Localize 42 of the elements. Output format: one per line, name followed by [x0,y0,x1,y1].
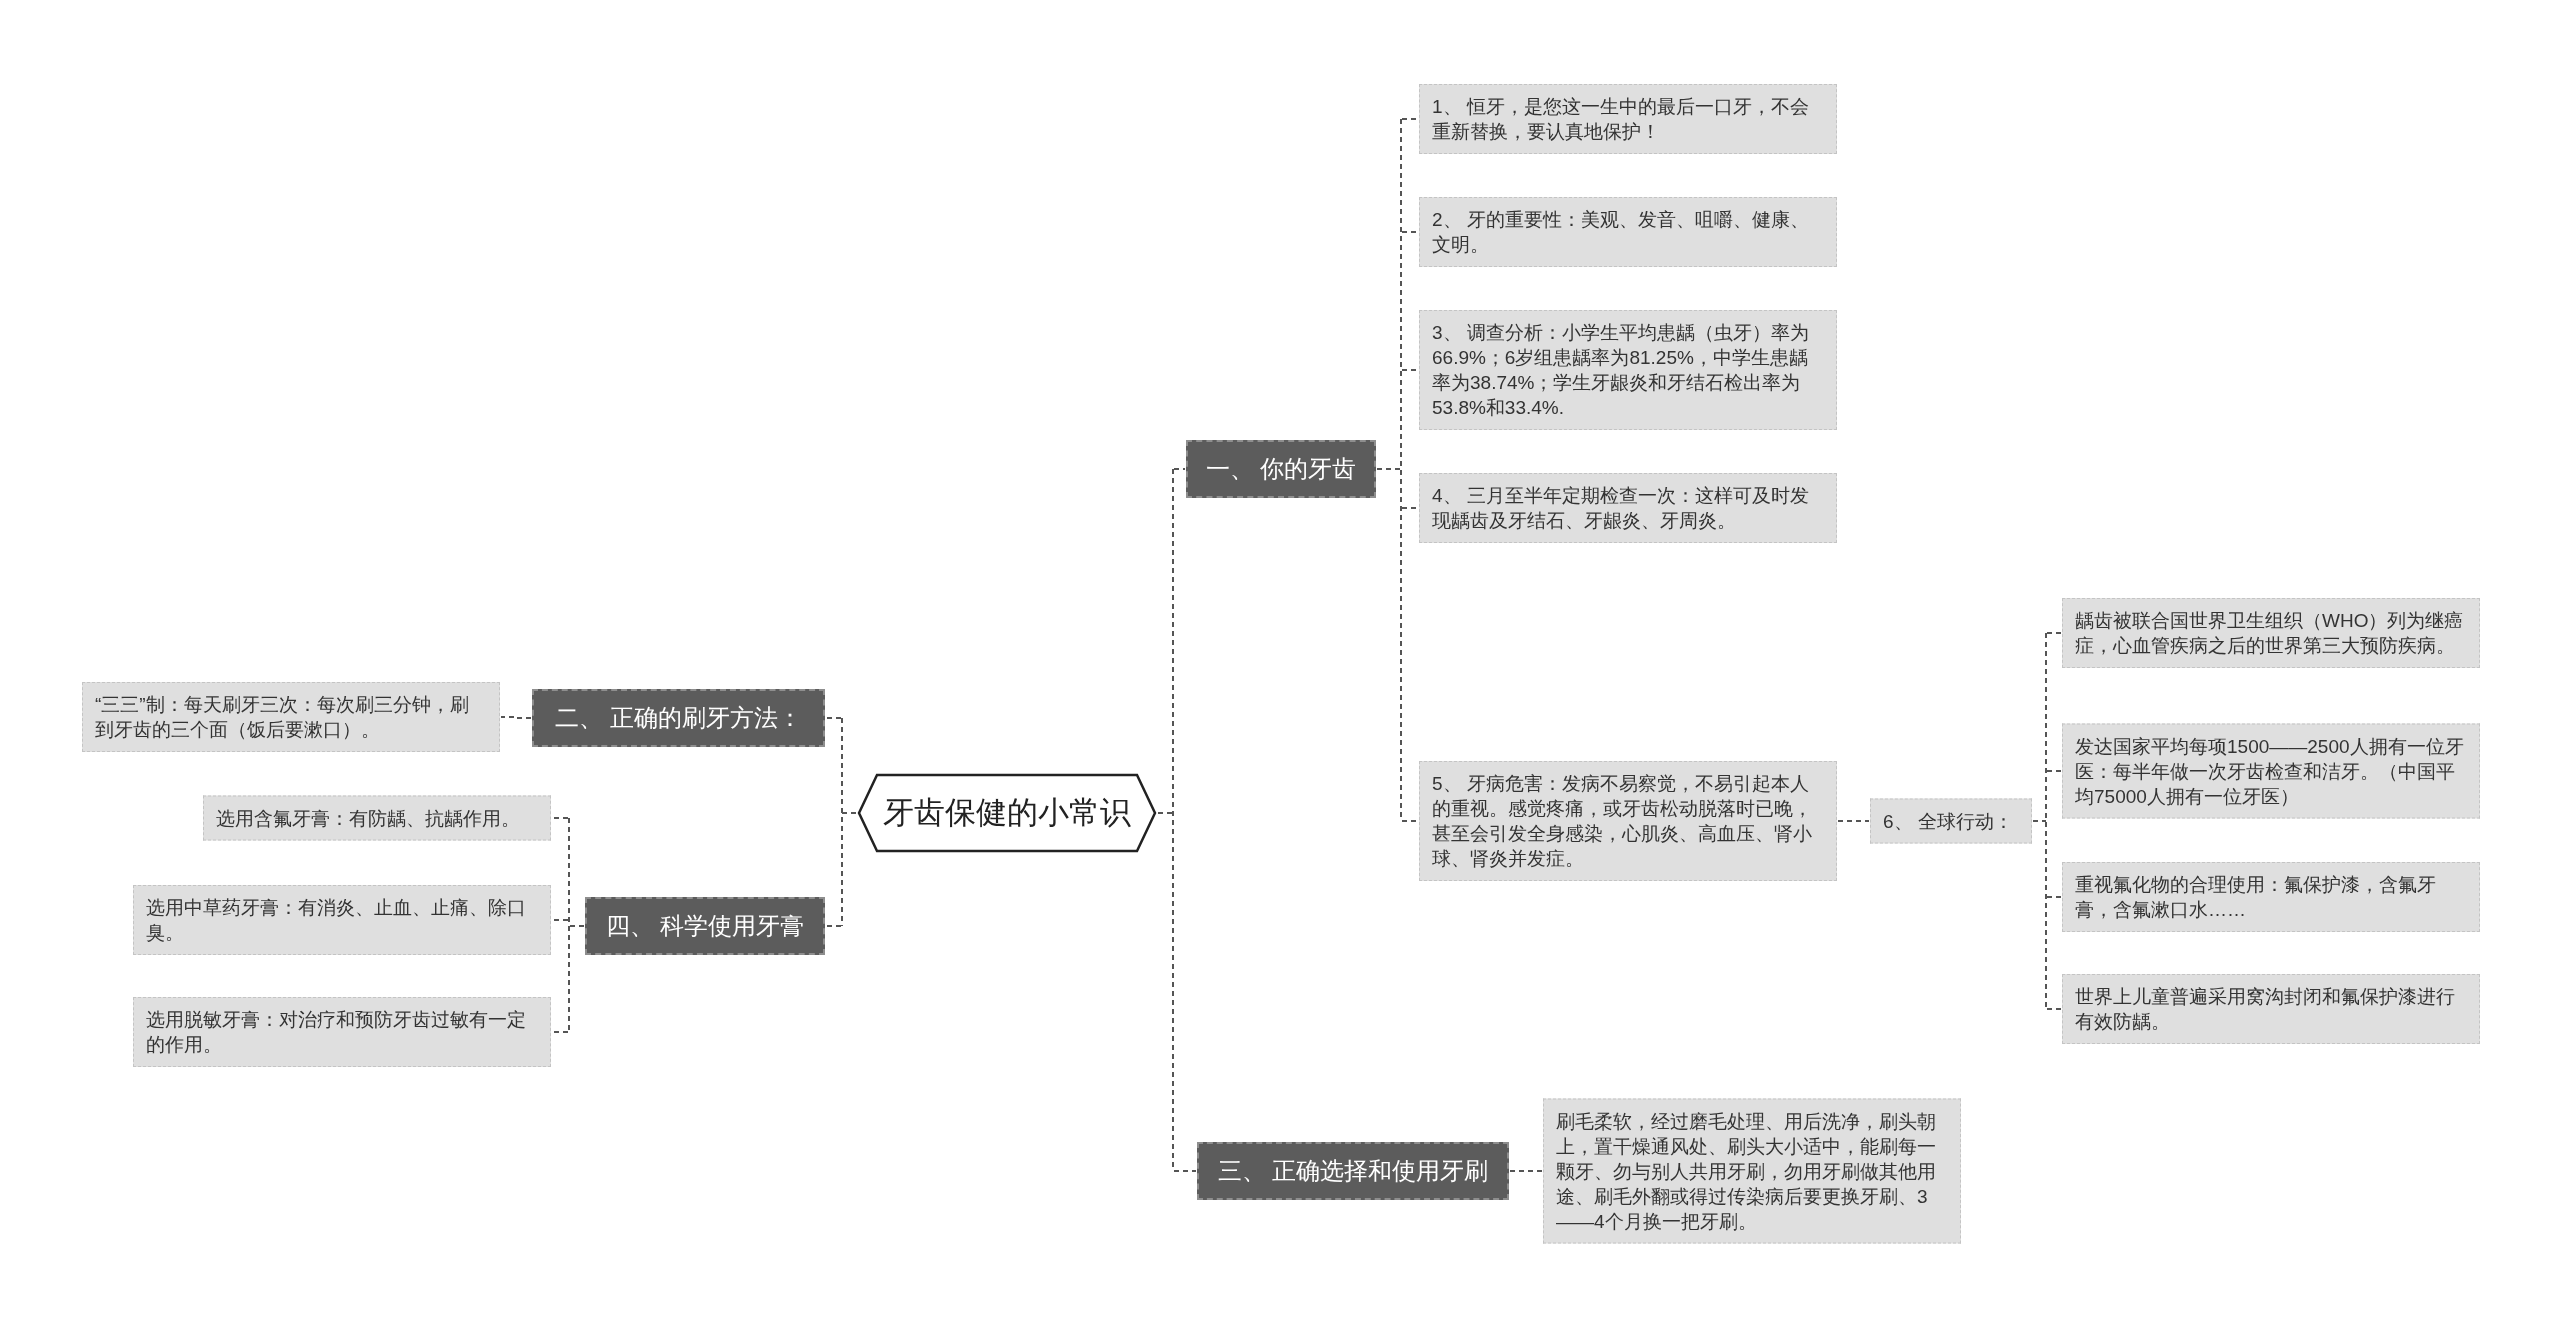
connector-line [500,716,532,719]
subtopic-note: 2、 牙的重要性：美观、发音、咀嚼、健康、文明。 [1419,197,1837,267]
connector-line [841,717,857,927]
connector-line [1509,1170,1543,1172]
connector-line [568,817,585,1033]
subtopic-note: 6、 全球行动： [1870,798,2032,844]
subtopic-note: 1、 恒牙，是您这一生中的最后一口牙，不会重新替换，要认真地保护！ [1419,84,1837,154]
connector-line [1401,369,1419,371]
subtopic-note: 4、 三月至半年定期检查一次：这样可及时发现龋齿及牙结石、牙龈炎、牙周炎。 [1419,473,1837,543]
connector-line [2046,1008,2062,1010]
connector-line [2046,770,2062,772]
connector-line [551,1031,569,1033]
subtopic-note: 刷毛柔软，经过磨毛处理、用后洗净，刷头朝上，置干燥通风处、刷头大小适中，能刷每一颗牙、勿与别人共用牙刷，勿用牙刷做其他用途、刷毛外翻或得过传染病后要更换牙刷、3——4个月换一把牙刷。 [1543,1098,1961,1244]
central-topic: 牙齿保健的小常识 [857,773,1157,853]
connector-line [1401,118,1419,120]
subtopic-note: 世界上儿童普遍采用窝沟封闭和氟保护漆进行有效防龋。 [2062,974,2480,1044]
subtopic-note: 选用中草药牙膏：有消炎、止血、止痛、除口臭。 [133,885,551,955]
connector-line [2046,632,2062,634]
subtopic-note: 5、 牙病危害：发病不易察觉，不易引起本人的重视。感觉疼痛，或牙齿松动脱落时已晚，甚至会引发全身感染，心肌炎、高血压、肾小球、肾炎并发症。 [1419,761,1837,881]
connector-line [825,925,842,927]
subtopic-note: 选用含氟牙膏：有防龋、抗龋作用。 [203,795,551,841]
connector-line [1401,231,1419,233]
connector-line [2032,632,2047,1010]
connector-line [1173,1170,1197,1172]
connector-line [1837,820,1870,822]
connector-line [825,717,842,719]
subtopic-note: “三三”制：每天刷牙三次：每次刷三分钟，刷到牙齿的三个面（饭后要漱口）。 [82,682,500,752]
connector-line [1401,820,1419,822]
branch-topic: 二、 正确的刷牙方法： [532,689,825,747]
connector-line [551,919,569,921]
connector-line [1173,468,1186,470]
subtopic-note: 重视氟化物的合理使用：氟保护漆，含氟牙膏，含氟漱口水…… [2062,862,2480,932]
branch-topic: 四、 科学使用牙膏 [585,897,825,955]
connector-line [2046,896,2062,898]
subtopic-note: 龋齿被联合国世界卫生组织（WHO）列为继癌症，心血管疾病之后的世界第三大预防疾病。 [2062,598,2480,668]
connector-line [1401,507,1419,509]
subtopic-note: 发达国家平均每项1500——2500人拥有一位牙医：每半年做一次牙齿检查和洁牙。（中国平均75000人拥有一位牙医） [2062,723,2480,819]
connector-line [551,817,569,819]
branch-topic: 一、 你的牙齿 [1186,440,1376,498]
subtopic-note: 3、 调查分析：小学生平均患龋（虫牙）率为66.9%；6岁组患龋率为81.25%，中学生患龋率为38.74%；学生牙龈炎和牙结石检出率为53.8%和33.4%. [1419,310,1837,430]
subtopic-note: 选用脱敏牙膏：对治疗和预防牙齿过敏有一定的作用。 [133,997,551,1067]
branch-topic: 三、 正确选择和使用牙刷 [1197,1142,1509,1200]
